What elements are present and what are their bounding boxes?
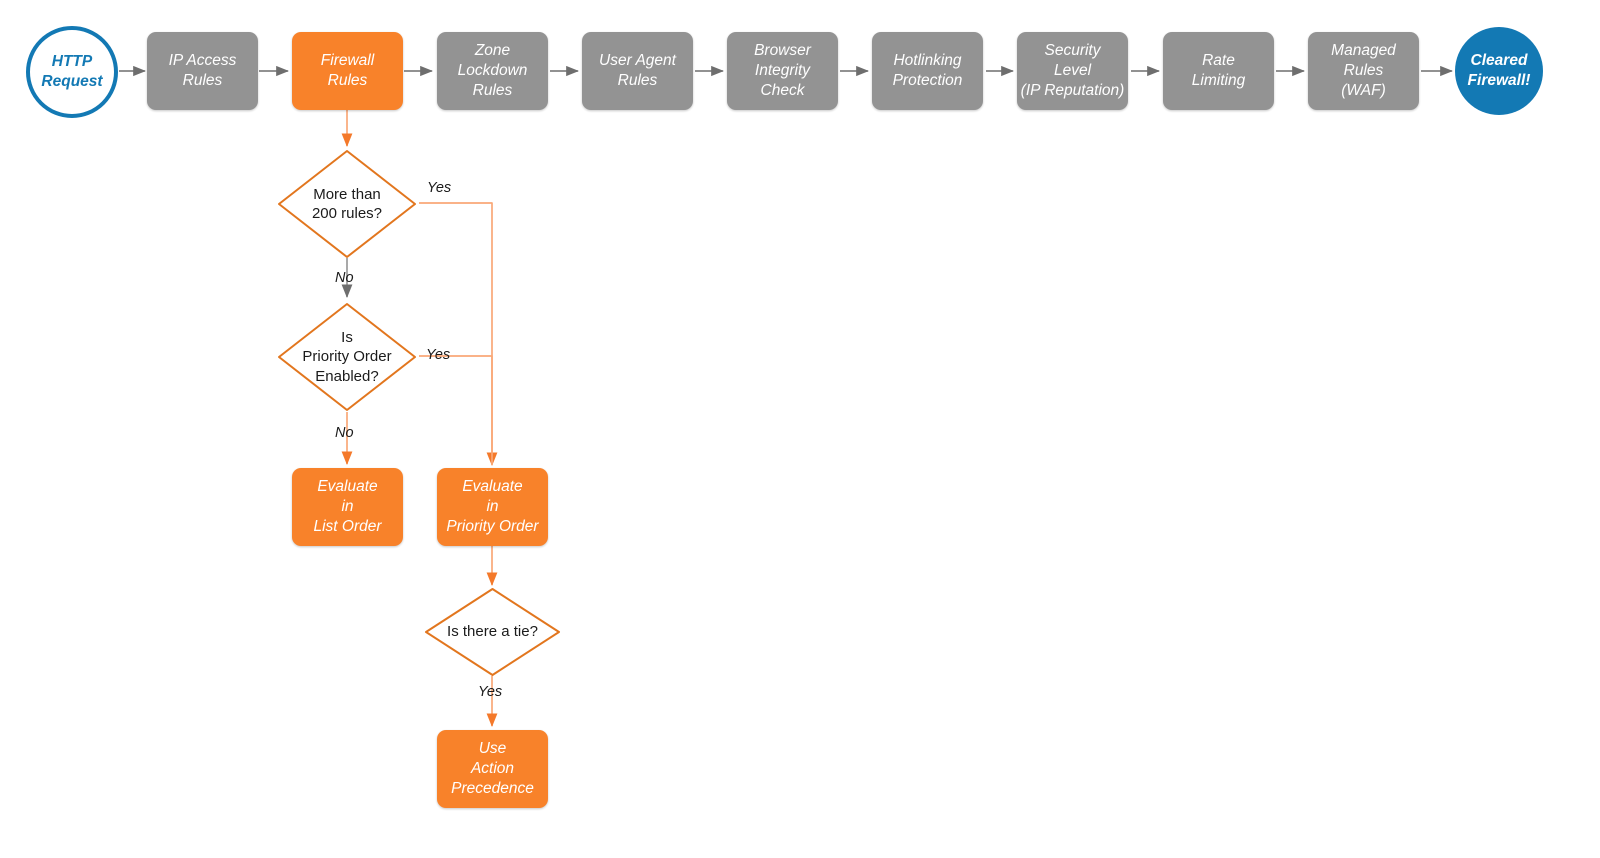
node-http-request[interactable]: HTTP Request [26, 26, 118, 118]
edge-label-tie-yes: Yes [478, 684, 503, 700]
edge-label-more-than-200-no: No [335, 270, 354, 286]
decision-is-there-a-tie[interactable]: Is there a tie? [424, 587, 561, 677]
edge-priority-enabled-yes [419, 355, 493, 465]
node-zone-lockdown-rules[interactable]: Zone Lockdown Rules [437, 32, 548, 110]
node-evaluate-in-priority-order[interactable]: Evaluate in Priority Order [437, 468, 548, 546]
decision-more-than-200-rules[interactable]: More than 200 rules? [277, 149, 417, 259]
edge-label-priority-enabled-yes: Yes [426, 347, 451, 363]
diamond-shape [278, 303, 416, 411]
diamond-shape [425, 588, 560, 676]
node-evaluate-in-list-order[interactable]: Evaluate in List Order [292, 468, 403, 546]
decision-label: More than 200 rules? [311, 185, 383, 223]
decision-label: Is there a tie? [447, 623, 538, 641]
node-security-level[interactable]: Security Level (IP Reputation) [1017, 32, 1128, 110]
decision-label: Is Priority Order Enabled? [302, 328, 392, 385]
edge-label-priority-enabled-no: No [335, 425, 354, 441]
node-ip-access-rules[interactable]: IP Access Rules [147, 32, 258, 110]
edge-more-than-200-yes [419, 202, 498, 467]
node-browser-integrity-check[interactable]: Browser Integrity Check [727, 32, 838, 110]
node-user-agent-rules[interactable]: User Agent Rules [582, 32, 693, 110]
node-use-action-precedence[interactable]: Use Action Precedence [437, 730, 548, 808]
edge-label-more-than-200-yes: Yes [427, 180, 452, 196]
node-managed-rules-waf[interactable]: Managed Rules (WAF) [1308, 32, 1419, 110]
node-rate-limiting[interactable]: Rate Limiting [1163, 32, 1274, 110]
node-hotlinking-protection[interactable]: Hotlinking Protection [872, 32, 983, 110]
node-cleared-firewall[interactable]: Cleared Firewall! [1455, 27, 1543, 115]
diamond-shape [278, 150, 416, 258]
decision-priority-order-enabled[interactable]: Is Priority Order Enabled? [277, 302, 417, 412]
node-firewall-rules[interactable]: Firewall Rules [292, 32, 403, 110]
